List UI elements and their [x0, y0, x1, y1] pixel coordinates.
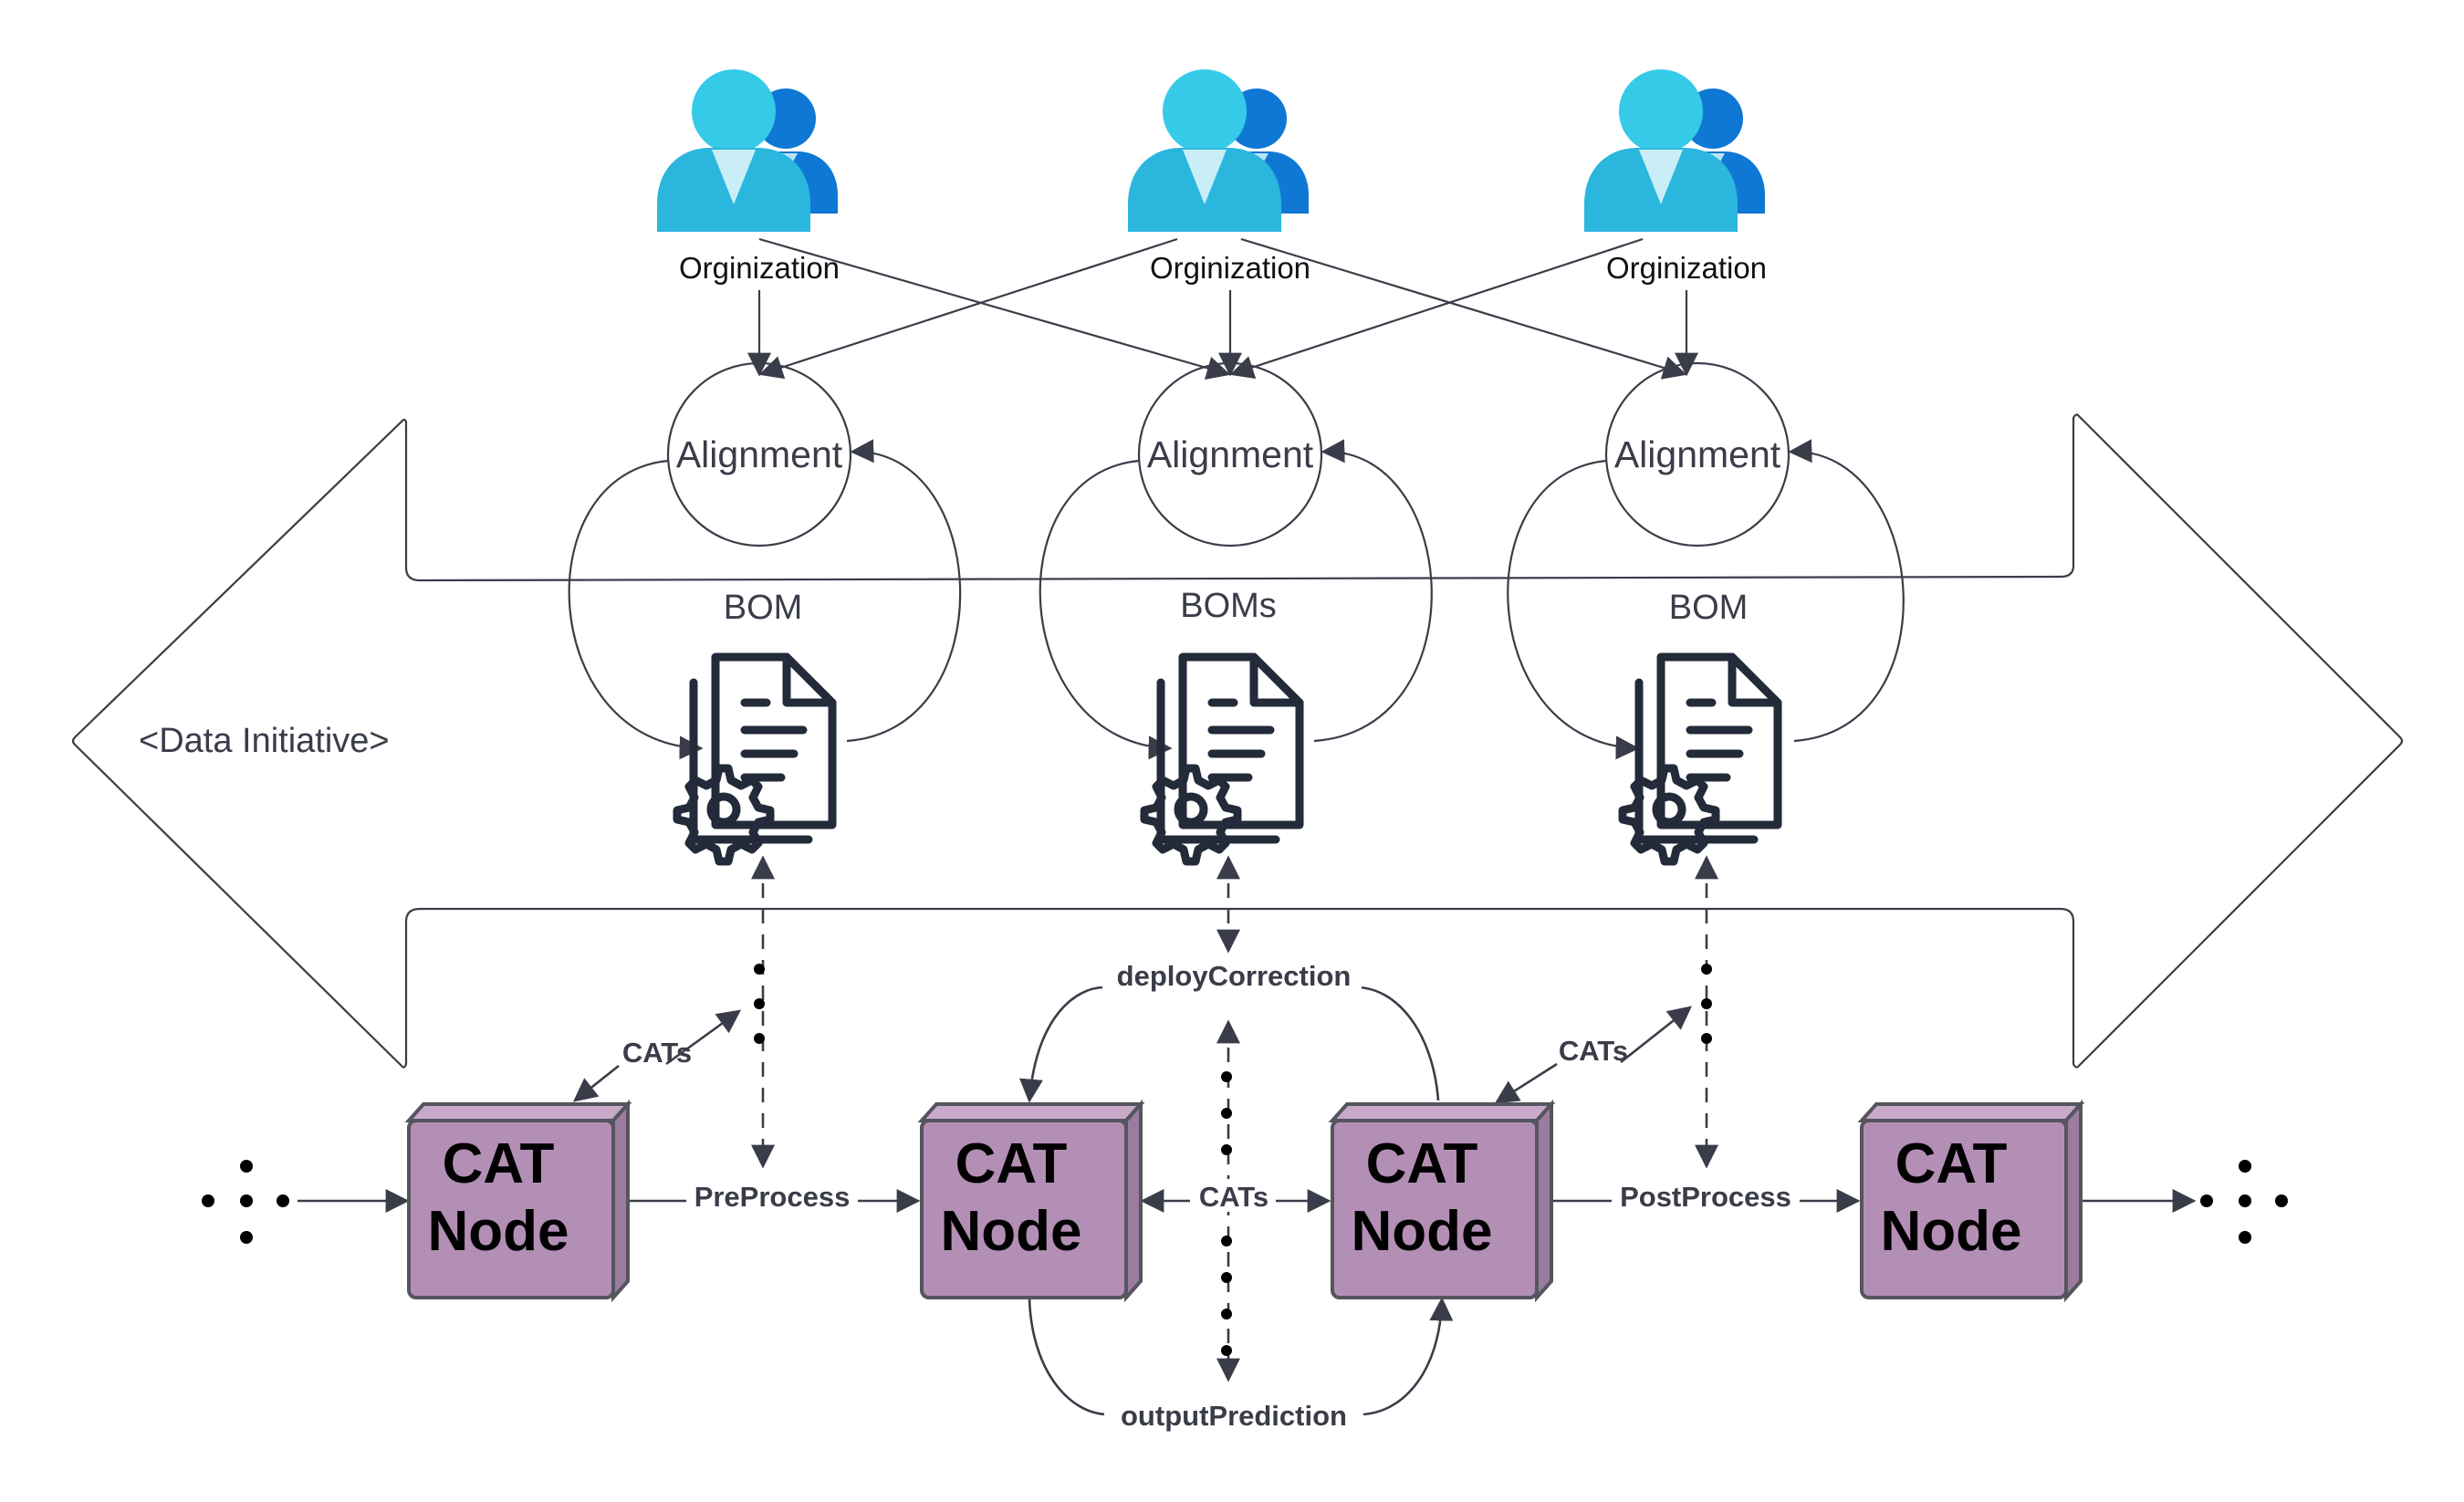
bom-document-gear-icon — [1144, 657, 1300, 861]
alignment-label: Alignment — [676, 433, 843, 475]
cat-node-line1: CAT — [1366, 1132, 1478, 1195]
cats-diagonal-arrows — [572, 1006, 1693, 1104]
correction-prediction-arcs — [1019, 986, 1454, 1416]
alignment-2: Alignment — [1137, 361, 1323, 548]
organization-icon — [1584, 69, 1765, 232]
alignment-bom-loops — [568, 439, 1905, 760]
deploy-correction-label: deployCorrection — [1117, 960, 1352, 992]
cat-node-4: CAT Node — [1857, 1099, 2085, 1303]
cat-node-1: CAT Node — [404, 1099, 632, 1303]
bom-dashed-connectors — [751, 855, 1718, 1382]
cats-middle-label: CATs — [1199, 1181, 1269, 1213]
cat-node-3: CAT Node — [1328, 1099, 1556, 1303]
cat-node-line2: Node — [941, 1200, 1082, 1263]
bom-document-gear-icon — [1623, 657, 1778, 861]
postprocess-label: PostProcess — [1620, 1181, 1791, 1213]
cat-node-line1: CAT — [955, 1132, 1068, 1195]
continuation-dots-left — [202, 1160, 289, 1244]
organization-label: Orginization — [1150, 251, 1310, 285]
organization-2: Orginization — [1128, 69, 1310, 285]
alignment-1: Alignment — [666, 361, 852, 548]
alignment-3: Alignment — [1604, 361, 1791, 548]
cat-node-line1: CAT — [443, 1132, 555, 1195]
continuation-dots-right — [2200, 1160, 2288, 1244]
cat-node-line2: Node — [428, 1200, 569, 1263]
bom-document-gear-icon — [677, 657, 832, 861]
organization-label: Orginization — [1606, 251, 1767, 285]
cat-node-line2: Node — [1881, 1200, 2022, 1263]
org-to-alignment-arrows — [747, 237, 1698, 381]
alignment-label: Alignment — [1147, 433, 1314, 475]
organization-icon — [1128, 69, 1309, 232]
cat-node-line1: CAT — [1895, 1132, 2008, 1195]
dotted-columns — [754, 964, 1712, 1356]
alignment-label: Alignment — [1614, 433, 1781, 475]
cats-left-label: CATs — [622, 1037, 692, 1069]
organization-1: Orginization — [657, 69, 840, 285]
cat-node-2: CAT Node — [917, 1099, 1145, 1303]
data-initiative-banner-arrow — [71, 413, 2404, 1069]
organization-icon — [657, 69, 838, 232]
data-initiative-label: <Data Initiative> — [139, 722, 390, 760]
bom-label: BOM — [1669, 589, 1749, 627]
organization-label: Orginization — [679, 251, 840, 285]
cats-right-label: CATs — [1559, 1035, 1628, 1067]
cat-node-line2: Node — [1352, 1200, 1493, 1263]
organization-3: Orginization — [1584, 69, 1767, 285]
output-prediction-label: outputPrediction — [1121, 1400, 1347, 1432]
edge-labels: PreProcess CATs PostProcess CATs CATs de… — [622, 958, 1800, 1433]
bom-label: BOM — [724, 589, 803, 627]
preprocess-label: PreProcess — [694, 1181, 851, 1213]
bom-label: BOMs — [1180, 587, 1277, 625]
